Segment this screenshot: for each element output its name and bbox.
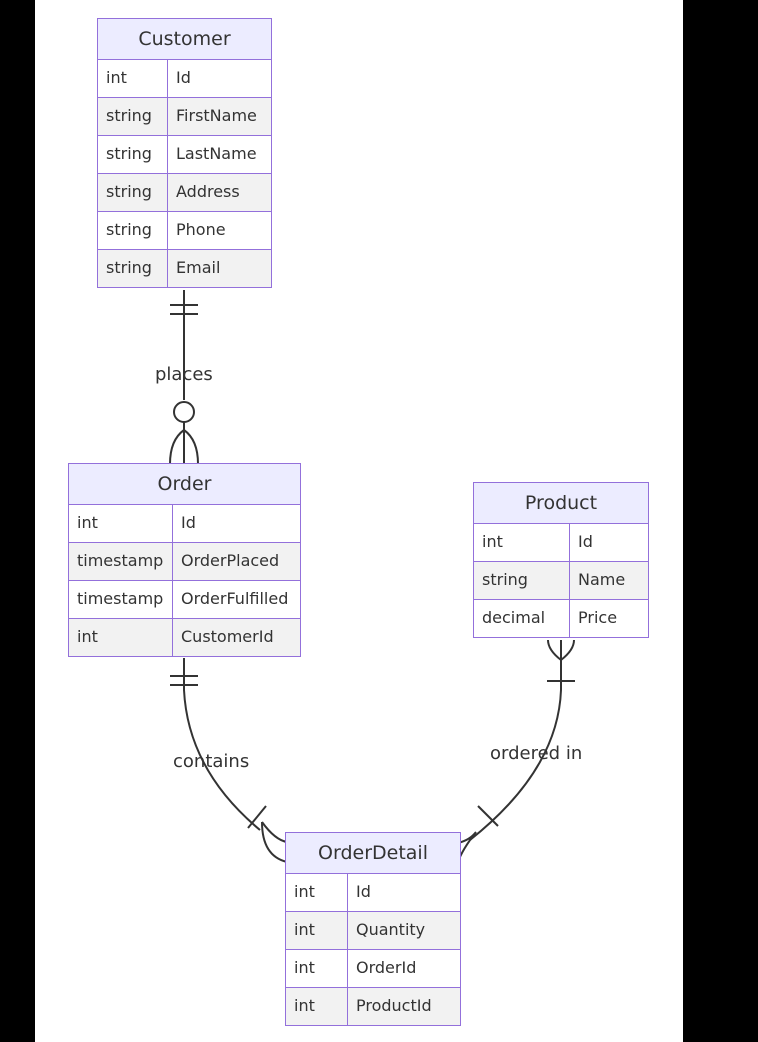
entity-product[interactable]: Product int Id string Name decimal Price [473, 482, 649, 638]
attribute-type: int [286, 950, 348, 987]
attribute-type: string [98, 250, 168, 287]
entity-title: Order [69, 464, 300, 505]
attribute-name: Quantity [356, 920, 426, 939]
edge-label-ordered-in: ordered in [490, 743, 583, 764]
attribute-type: int [286, 874, 348, 911]
attribute-name: Name [578, 570, 626, 589]
entity-title: Customer [98, 19, 271, 60]
attribute-name: Id [578, 532, 593, 551]
attribute-type: int [69, 505, 173, 542]
attribute-name: Id [356, 882, 371, 901]
crow-many-mark [169, 422, 199, 465]
attribute-row: string Address [98, 174, 271, 212]
attribute-type: timestamp [69, 581, 173, 618]
attribute-name: LastName [176, 144, 257, 163]
attribute-row: string FirstName [98, 98, 271, 136]
attribute-name: Phone [176, 220, 226, 239]
attribute-name: Email [176, 258, 221, 277]
attribute-row: int Id [69, 505, 300, 543]
entity-title: Product [474, 483, 648, 524]
contains-many-prongs [261, 821, 288, 863]
attribute-row: timestamp OrderPlaced [69, 543, 300, 581]
attribute-type: string [474, 562, 570, 599]
attribute-type: timestamp [69, 543, 173, 580]
attribute-name: OrderFulfilled [181, 589, 289, 608]
attribute-type: int [286, 912, 348, 949]
edge-contains [183, 658, 261, 831]
attribute-type: string [98, 212, 168, 249]
attribute-type: string [98, 98, 168, 135]
attribute-type: int [286, 988, 348, 1025]
attribute-row: int OrderId [286, 950, 460, 988]
attribute-row: int Quantity [286, 912, 460, 950]
attribute-name: Address [176, 182, 240, 201]
attribute-name: ProductId [356, 996, 432, 1015]
contains-many-bar [247, 805, 267, 829]
attribute-name: Id [181, 513, 196, 532]
attribute-row: int Id [286, 874, 460, 912]
attribute-name: OrderId [356, 958, 417, 977]
attribute-row: string Name [474, 562, 648, 600]
attribute-name: CustomerId [181, 627, 274, 646]
crow-zero-mark [173, 401, 195, 423]
attribute-name: Price [578, 608, 618, 627]
attribute-row: string Phone [98, 212, 271, 250]
attribute-row: int CustomerId [69, 619, 300, 656]
edge-label-places: places [155, 364, 213, 385]
ordered-in-many-bar [477, 805, 499, 827]
edge-ordered-in [469, 640, 562, 841]
entity-title: OrderDetail [286, 833, 460, 874]
edge-label-contains: contains [173, 751, 250, 772]
attribute-name: OrderPlaced [181, 551, 280, 570]
attribute-row: string LastName [98, 136, 271, 174]
attribute-row: string Email [98, 250, 271, 287]
attribute-type: int [474, 524, 570, 561]
attribute-row: decimal Price [474, 600, 648, 637]
attribute-type: string [98, 136, 168, 173]
ordered-in-many-top [547, 639, 575, 661]
attribute-type: decimal [474, 600, 570, 637]
attribute-type: string [98, 174, 168, 211]
attribute-type: int [69, 619, 173, 656]
attribute-name: FirstName [176, 106, 257, 125]
attribute-row: timestamp OrderFulfilled [69, 581, 300, 619]
attribute-row: int ProductId [286, 988, 460, 1025]
attribute-name: Id [176, 68, 191, 87]
attribute-type: int [98, 60, 168, 97]
attribute-row: int Id [474, 524, 648, 562]
attribute-row: int Id [98, 60, 271, 98]
attribute-list: int Id string Name decimal Price [474, 524, 648, 637]
